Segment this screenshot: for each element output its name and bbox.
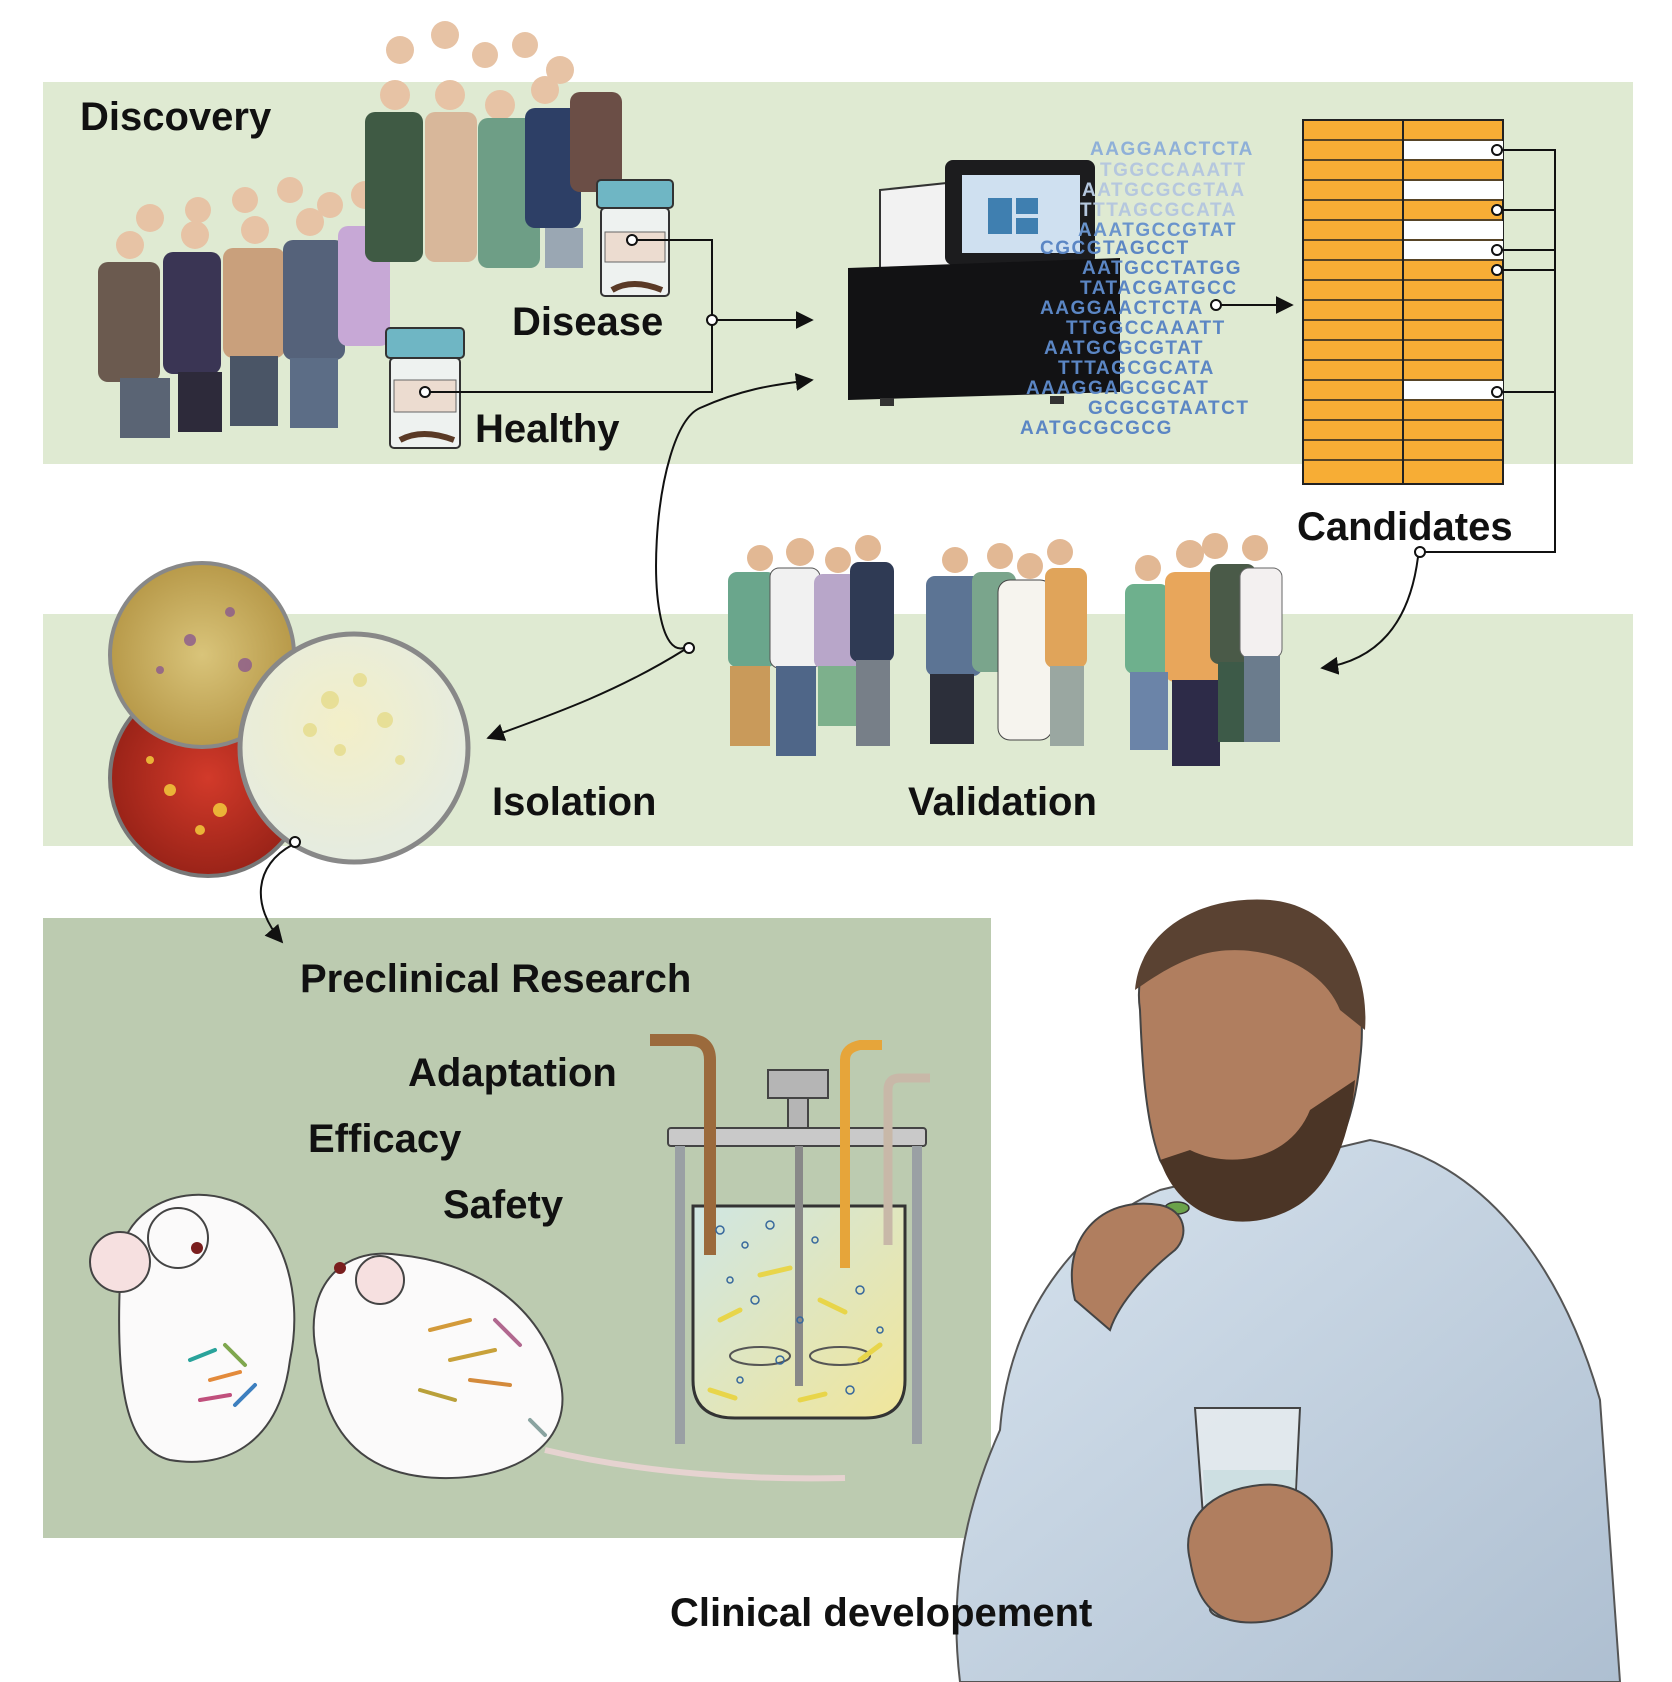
efficacy-label: Efficacy: [308, 1117, 462, 1161]
healthy-sample-jar: [385, 327, 465, 449]
preclinical-research-label: Preclinical Research: [300, 957, 691, 1001]
candidates-table: [1302, 119, 1504, 485]
isolation-label: Isolation: [492, 780, 656, 824]
candidates-to-validation-connector: [1320, 144, 1556, 675]
sequence-read: TTTAGCGCATA: [1080, 200, 1237, 221]
diagram-labels: Discovery Disease Healthy Candidates Iso…: [80, 95, 1513, 1635]
sequence-read: AAAGGAGCGCAT: [1026, 378, 1209, 399]
petri-dishes-illustration: [108, 561, 471, 944]
sequence-read: TGGCCAAATT: [1100, 160, 1247, 181]
mice-illustration: [89, 1193, 846, 1482]
sample-to-sequencer-connector: [419, 234, 814, 398]
sequence-read: TATACGATGCC: [1080, 278, 1238, 299]
sequence-read: AAATGCCGTAT: [1078, 220, 1237, 241]
sequence-read: GCGCGTAATCT: [1088, 398, 1249, 419]
adaptation-label: Adaptation: [408, 1051, 617, 1095]
sequence-read: AATGCGCGTAT: [1044, 338, 1204, 359]
validation-label: Validation: [908, 780, 1097, 824]
discovery-label: Discovery: [80, 95, 272, 139]
sequence-to-candidates-connector: [1210, 296, 1294, 314]
sequence-read: AATGCCTATGG: [1082, 258, 1242, 279]
validation-to-sequencer-connector: [486, 372, 814, 741]
sequence-read: CGCGTAGCCT: [1040, 238, 1190, 259]
disease-sample-jar: [596, 179, 674, 297]
validation-crowd-illustration: [728, 533, 1283, 766]
sequence-read: AAGGAACTCTA: [1040, 298, 1204, 319]
safety-label: Safety: [443, 1183, 564, 1227]
sequence-reads: AAGGAACTCTA TGGCCAAATT AATGCGCGTAA TTTAG…: [1020, 139, 1254, 439]
sequence-read: AATGCGCGTAA: [1082, 180, 1246, 201]
healthy-label: Healthy: [475, 407, 620, 451]
sequence-read: TTTAGCGCATA: [1058, 358, 1215, 379]
clinical-development-label: Clinical developement: [670, 1591, 1092, 1635]
discovery-crowd-illustration: [98, 21, 622, 438]
candidates-label: Candidates: [1297, 505, 1513, 549]
sequence-read: AATGCGCGCG: [1020, 418, 1173, 439]
sequence-read: AAGGAACTCTA: [1090, 139, 1254, 160]
sequencer-machine-illustration: [848, 160, 1120, 406]
bioreactor-illustration: [650, 1034, 930, 1444]
patient-illustration: [955, 899, 1622, 1682]
sequence-read: TTGGCCAAATT: [1066, 318, 1226, 339]
disease-label: Disease: [512, 300, 663, 344]
